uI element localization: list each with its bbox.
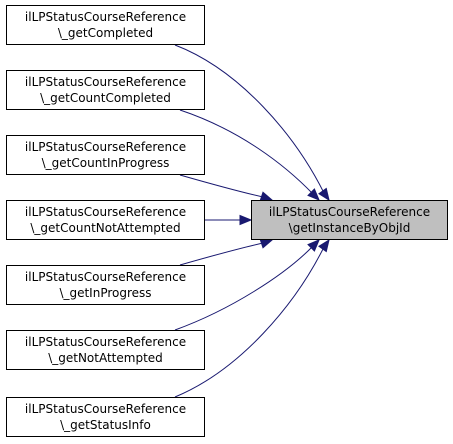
target-node-line1: ilLPStatusCourseReference xyxy=(269,205,430,219)
arrowhead-icon xyxy=(318,238,330,253)
caller-node-get-not-attempted[interactable]: ilLPStatusCourseReference \_getNotAttemp… xyxy=(6,330,205,370)
edge-get-count-not-attempted xyxy=(205,214,253,226)
edge-get-count-completed-line xyxy=(179,109,314,195)
arrowhead-icon xyxy=(259,238,274,249)
caller-node-get-count-completed[interactable]: ilLPStatusCourseReference \_getCountComp… xyxy=(6,70,205,110)
caller-node-get-count-not-attempted[interactable]: ilLPStatusCourseReference \_getCountNotA… xyxy=(6,200,205,240)
arrowhead-icon xyxy=(318,187,330,202)
caller-node-line1: ilLPStatusCourseReference xyxy=(25,402,186,416)
caller-node-get-status-info[interactable]: ilLPStatusCourseReference \_getStatusInf… xyxy=(6,397,205,437)
arrowhead-icon xyxy=(307,239,320,252)
caller-node-line1: ilLPStatusCourseReference xyxy=(25,140,186,154)
edge-get-not-attempted xyxy=(174,239,320,331)
arrowhead-icon xyxy=(259,191,274,202)
edge-get-in-progress xyxy=(179,238,274,266)
edges-layer xyxy=(174,44,330,398)
caller-node-line2: \_getCountNotAttempted xyxy=(30,221,180,235)
caller-node-line2: \_getInProgress xyxy=(59,286,151,300)
caller-node-line2: \_getStatusInfo xyxy=(60,418,151,432)
caller-node-get-completed[interactable]: ilLPStatusCourseReference \_getCompleted xyxy=(6,5,205,45)
caller-node-line1: ilLPStatusCourseReference xyxy=(25,335,186,349)
arrowhead-icon xyxy=(239,214,253,226)
edge-get-status-info-line xyxy=(174,246,325,398)
edge-get-completed-line xyxy=(174,44,325,194)
caller-node-line1: ilLPStatusCourseReference xyxy=(25,270,186,284)
caller-node-line2: \_getCountInProgress xyxy=(42,156,170,170)
edge-get-count-in-progress xyxy=(179,174,274,202)
edge-get-count-in-progress-line xyxy=(179,174,264,198)
caller-node-line1: ilLPStatusCourseReference xyxy=(25,10,186,24)
arrowhead-icon xyxy=(307,188,320,201)
caller-node-line1: ilLPStatusCourseReference xyxy=(25,75,186,89)
target-node-line2: \getInstanceByObjId xyxy=(289,221,411,235)
caller-node-get-in-progress[interactable]: ilLPStatusCourseReference \_getInProgres… xyxy=(6,265,205,305)
target-node-get-instance-by-obj-id[interactable]: ilLPStatusCourseReference \getInstanceBy… xyxy=(251,200,448,240)
edge-get-in-progress-line xyxy=(179,242,264,266)
edge-get-not-attempted-line xyxy=(174,245,314,331)
caller-node-line2: \_getNotAttempted xyxy=(48,351,163,365)
caller-node-line2: \_getCountCompleted xyxy=(40,91,171,105)
edge-get-status-info xyxy=(174,238,330,398)
edge-get-completed xyxy=(174,44,330,202)
caller-node-line1: ilLPStatusCourseReference xyxy=(25,205,186,219)
edge-get-count-completed xyxy=(179,109,320,201)
caller-node-line2: \_getCompleted xyxy=(58,26,153,40)
caller-node-get-count-in-progress[interactable]: ilLPStatusCourseReference \_getCountInPr… xyxy=(6,135,205,175)
